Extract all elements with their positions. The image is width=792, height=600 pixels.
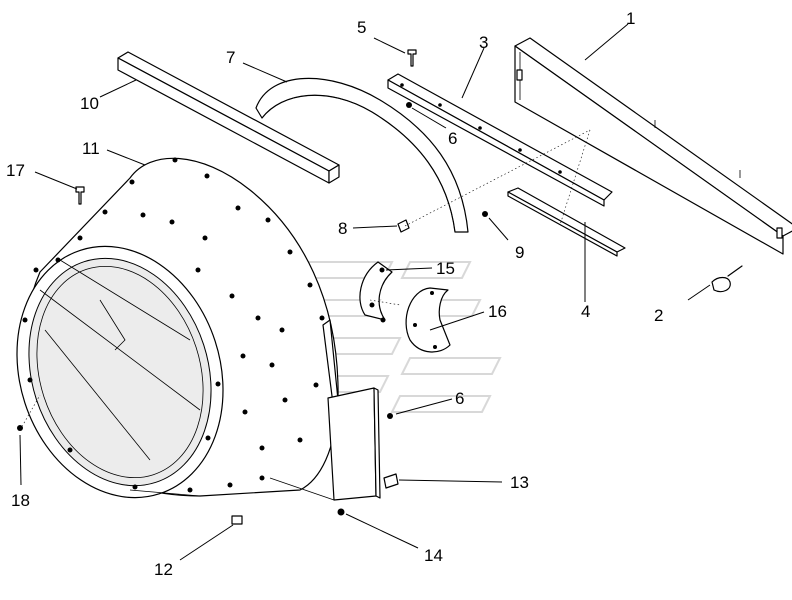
- callout-12: 12: [154, 560, 173, 579]
- part-1-channel-panel: [514, 37, 792, 255]
- callout-18: 18: [11, 491, 30, 510]
- callout-11: 11: [82, 139, 100, 158]
- callout-17: 17: [6, 161, 25, 180]
- part-5-screw: [407, 49, 417, 67]
- callout-4: 4: [581, 302, 590, 321]
- callout-10: 10: [80, 94, 99, 113]
- leader-lines: [19, 23, 711, 561]
- part-8-bolt: [397, 219, 410, 233]
- part-6-nut-lower: [387, 413, 393, 419]
- mounting-bracket: [269, 319, 381, 501]
- part-9-nut: [482, 211, 488, 217]
- part-14-nut: [337, 508, 345, 516]
- part-11-housing: [16, 157, 339, 499]
- callout-6-lower: 6: [455, 389, 464, 408]
- callout-9: 9: [515, 243, 524, 262]
- part-3-rail: [387, 73, 613, 207]
- part-6-nut-upper: [406, 102, 412, 108]
- part-16-boss-plate: [405, 287, 451, 353]
- callout-14: 14: [424, 546, 443, 565]
- callout-6-upper: 6: [448, 129, 457, 148]
- callout-5: 5: [357, 18, 366, 37]
- part-2-lug: [711, 276, 731, 293]
- callout-7: 7: [226, 48, 235, 67]
- callout-1: 1: [626, 9, 635, 28]
- part-4-thin-bar: [507, 187, 626, 257]
- callout-16: 16: [488, 302, 507, 321]
- callout-15: 15: [436, 259, 455, 278]
- part-17-screw: [75, 186, 85, 205]
- part-13-bolt: [383, 473, 399, 489]
- part-7-curved-strip: [255, 77, 469, 233]
- part-10-square-bar: [117, 51, 340, 184]
- part-12-bolt: [231, 515, 243, 525]
- part-18-nut: [17, 425, 23, 431]
- callout-labels: 1 2 3 4 5 6 7 8 9 10 11 12 13 14 15 16 1…: [6, 9, 663, 579]
- assembly-lines: [19, 129, 591, 431]
- part-15-curved-plate: [359, 261, 393, 323]
- callout-3: 3: [479, 33, 488, 52]
- callout-2: 2: [654, 306, 663, 325]
- callout-8: 8: [338, 219, 347, 238]
- hardware: [17, 49, 743, 525]
- callout-13: 13: [510, 473, 529, 492]
- housing-rivets: [22, 157, 325, 493]
